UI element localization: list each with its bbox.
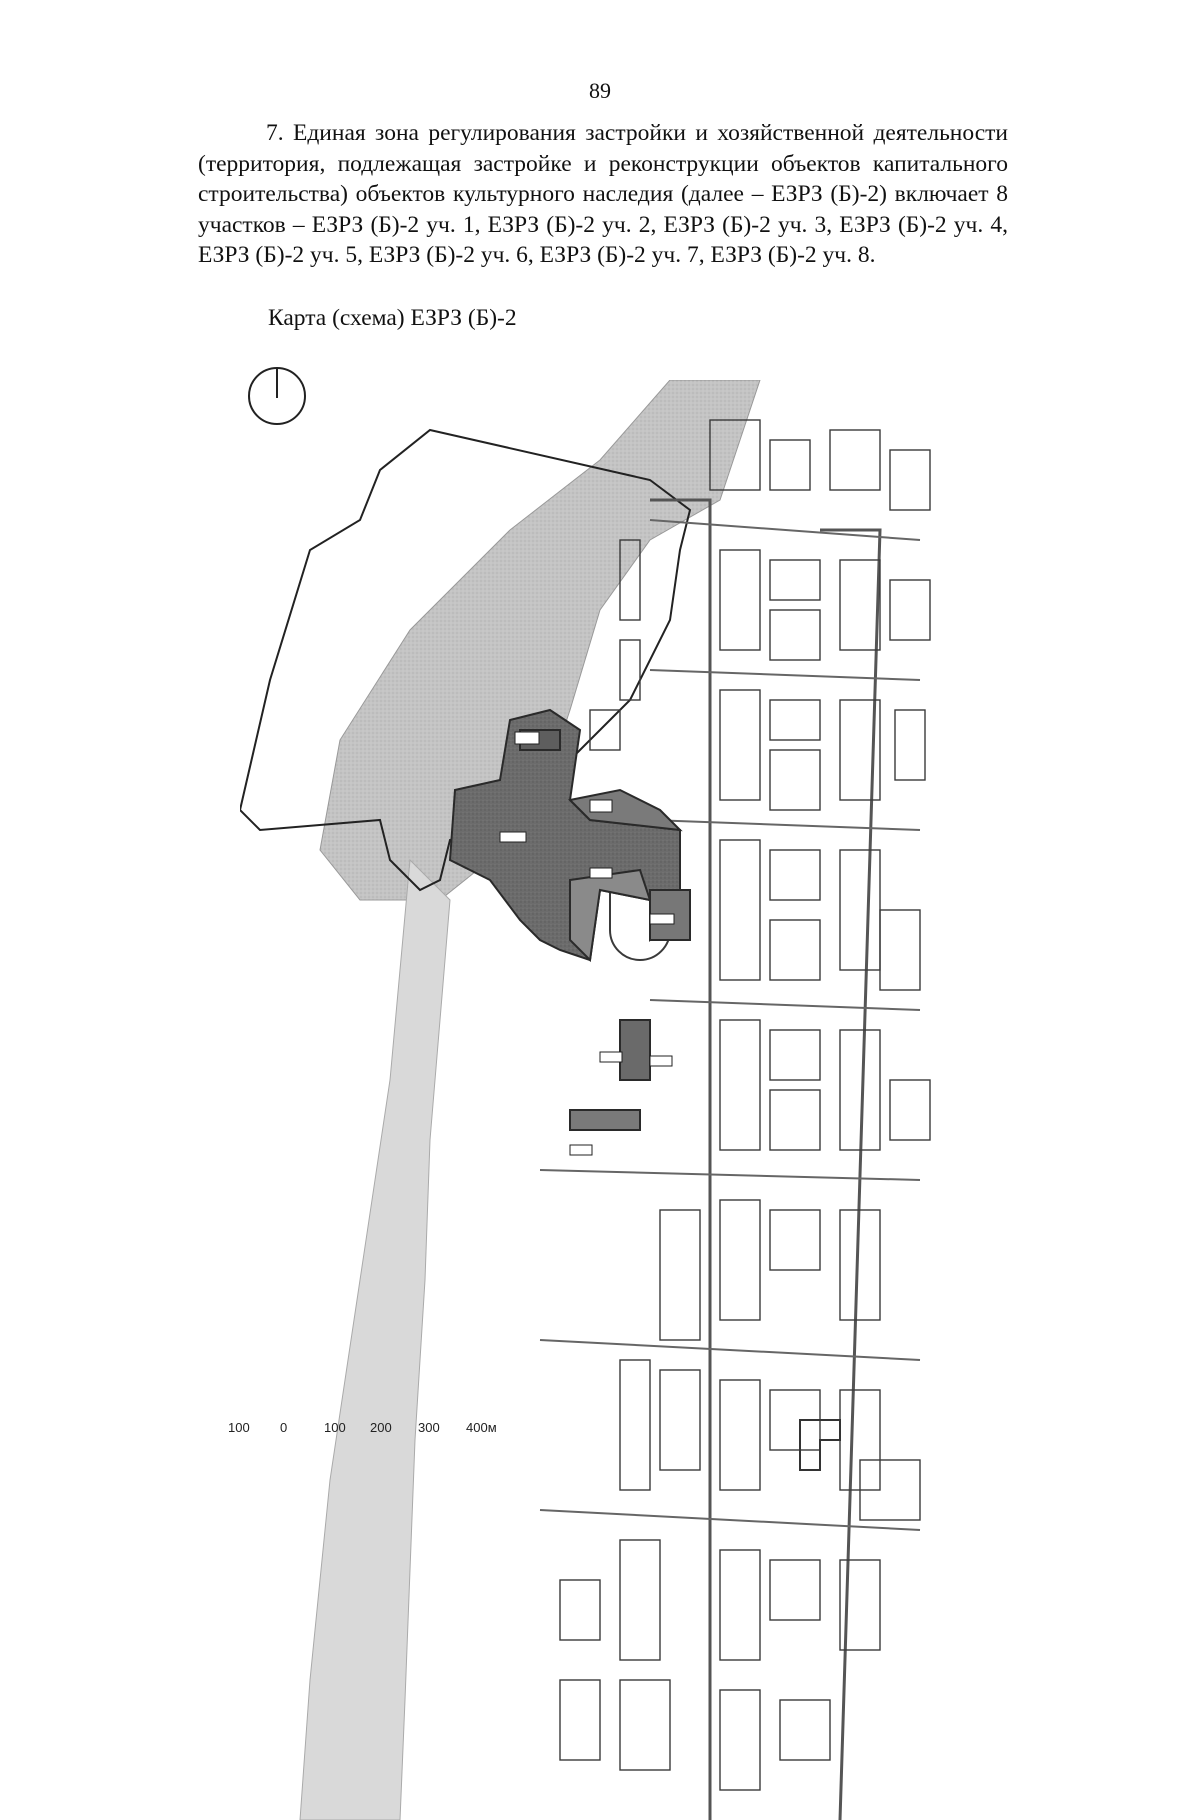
scale-label-0: 0 <box>280 1420 288 1435</box>
north-arrow-icon <box>248 367 306 425</box>
parcel-5 <box>619 1019 651 1081</box>
street-cross-3 <box>649 819 921 831</box>
street-cross-1 <box>649 519 921 541</box>
scale-label-neg100: 100 <box>228 1420 250 1435</box>
paragraph-text: 7. Единая зона регулирования застройки и… <box>198 120 1008 268</box>
parcel-labels <box>499 731 675 1156</box>
street-cross-6 <box>539 1339 921 1361</box>
street-cross-7 <box>539 1509 921 1531</box>
street-cross-5 <box>539 1169 921 1181</box>
scale-label-100: 100 <box>324 1420 346 1435</box>
building-blocks <box>559 419 931 1791</box>
scale-label-200: 200 <box>370 1420 392 1435</box>
avenue-east <box>820 528 882 1820</box>
map-caption: Карта (схема) ЕЗРЗ (Б)-2 <box>268 305 517 331</box>
river-lower <box>299 858 451 1820</box>
territory-boundary <box>240 428 692 892</box>
avenue-main <box>650 498 712 1820</box>
parcel-3 <box>569 868 652 963</box>
street-cross-2 <box>649 669 921 681</box>
scale-label-300: 300 <box>418 1420 440 1435</box>
street-cross-4 <box>649 999 921 1011</box>
river-area <box>319 380 761 901</box>
page-number: 89 <box>589 78 611 103</box>
map-scheme[interactable] <box>240 380 940 1820</box>
parcel-6 <box>569 1109 641 1131</box>
courtyard-outline <box>799 1419 841 1471</box>
scale-label-400m: 400м <box>466 1420 497 1435</box>
